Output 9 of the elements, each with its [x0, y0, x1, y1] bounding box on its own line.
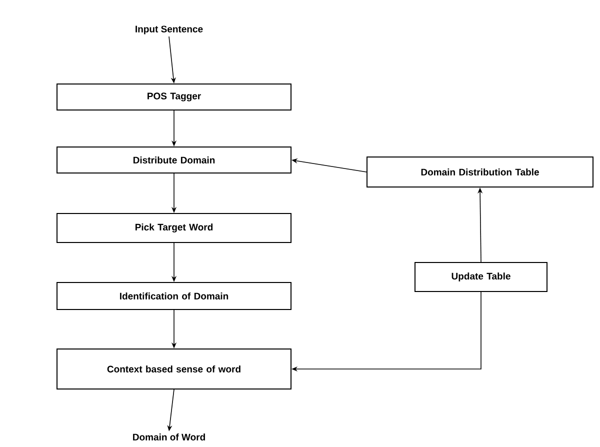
process-box: Identification of Domain [56, 282, 292, 310]
process-box: Domain Distribution Table [366, 156, 594, 188]
text-label: Input Sentence [136, 26, 203, 34]
process-box: Context based sense of word [56, 348, 292, 390]
text-label: Domain of Word [133, 434, 205, 440]
process-box: Update Table [414, 262, 548, 292]
process-box: POS Tagger [56, 84, 292, 110]
process-box: Distribute Domain [56, 146, 292, 174]
process-box: Pick Target Word [56, 213, 292, 243]
